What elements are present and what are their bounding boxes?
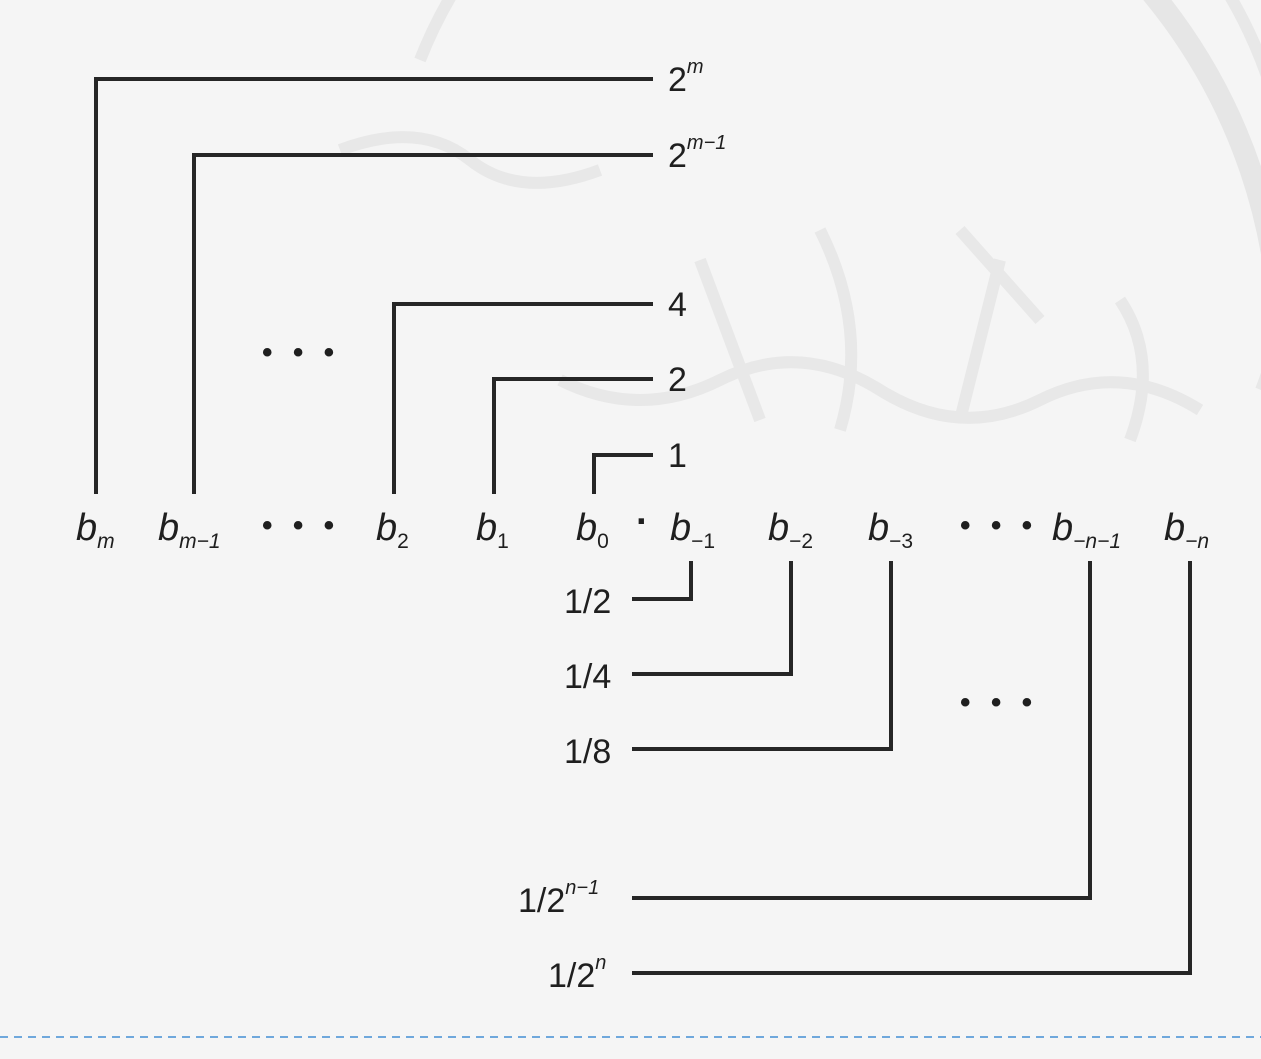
wire-b-m-1 <box>192 153 653 494</box>
weight-1: 1 <box>668 437 687 475</box>
bit-b-neg-1: b−1 <box>670 507 715 553</box>
weight-1-over-2: 1/2 <box>564 583 611 621</box>
bit-b-1: b1 <box>476 507 509 553</box>
wire-b-neg-2 <box>632 561 793 676</box>
wire-b-neg-1 <box>632 561 693 601</box>
weight-2-pow-m: 2m <box>668 56 704 99</box>
wire-b-neg-3 <box>632 561 893 751</box>
weight-2: 2 <box>668 361 687 399</box>
weight-1-over-8: 1/8 <box>564 733 611 771</box>
bit-b-neg-2: b−2 <box>768 507 813 553</box>
weight-4: 4 <box>668 286 687 324</box>
wire-b-0 <box>592 453 653 494</box>
bit-b-2: b2 <box>376 507 409 553</box>
bit-b-m-minus-1: bm−1 <box>158 507 221 553</box>
weight-1-over-2-pow-n-minus-1: 1/2n−1 <box>518 877 599 920</box>
weight-1-over-4: 1/4 <box>564 658 611 696</box>
wire-b-m <box>94 77 653 494</box>
bit-b-neg-n: b−n <box>1164 507 1209 553</box>
bit-b-neg-3: b−3 <box>868 507 913 553</box>
wire-b-neg-n-1 <box>632 561 1092 900</box>
ellipsis-bits-left: • • • <box>262 509 340 542</box>
weight-1-over-2-pow-n: 1/2n <box>548 952 606 995</box>
bit-b-neg-n-minus-1: b−n−1 <box>1052 507 1121 553</box>
wire-b-2 <box>392 302 653 494</box>
weight-2-pow-m-minus-1: 2m−1 <box>668 132 726 175</box>
ellipsis-lower: • • • <box>960 686 1038 719</box>
wire-b-1 <box>492 377 653 494</box>
watermark-seal <box>337 0 1261 443</box>
binary-point: · <box>636 501 649 543</box>
ellipsis-bits-right: • • • <box>960 509 1038 542</box>
ellipsis-upper: • • • <box>262 336 340 369</box>
wire-b-neg-n <box>632 561 1192 975</box>
bit-b-m: bm <box>76 507 115 553</box>
bit-b-0: b0 <box>576 507 609 553</box>
